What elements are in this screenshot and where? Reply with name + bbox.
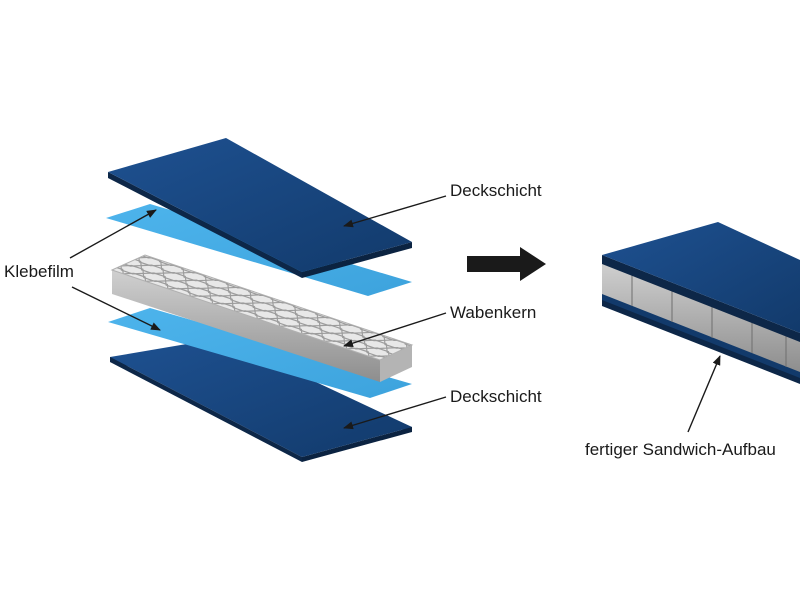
honeycomb-cell [79, 258, 101, 266]
top-cover-sheet [108, 138, 412, 278]
honeycomb-cell [112, 255, 120, 260]
label-finished-sandwich: fertiger Sandwich-Aufbau [585, 440, 776, 459]
honeycomb-cell [81, 266, 103, 274]
leader-adhesive-upper [69, 209, 157, 259]
label-cover-top: Deckschicht [450, 181, 542, 200]
honeycomb-cell [252, 301, 276, 312]
label-cover-bottom: Deckschicht [450, 387, 542, 406]
honeycomb-cell [274, 309, 299, 320]
honeycomb-cell [136, 255, 160, 259]
label-adhesive-film: Klebefilm [4, 262, 74, 281]
leader-cover-top [343, 195, 447, 228]
label-honeycomb-core: Wabenkern [450, 303, 536, 322]
finished-sandwich-panel [602, 222, 800, 384]
honeycomb-cell [296, 316, 321, 327]
honeycomb-cell [229, 294, 254, 305]
leader-lines [69, 195, 721, 433]
honeycomb-cell [112, 257, 122, 268]
leader-cover-bottom [343, 396, 447, 430]
honeycomb-cell [115, 255, 140, 259]
honeycomb-cell [185, 279, 209, 290]
leader-core [343, 312, 447, 348]
honeycomb-cell [319, 324, 343, 335]
honeycomb-cell [411, 363, 433, 371]
honeycomb-core [79, 242, 451, 382]
lower-adhesive-film [108, 308, 412, 398]
honeycomb-cell [408, 354, 412, 360]
honeycomb-cell [114, 242, 136, 250]
honeycomb-cell [140, 264, 165, 275]
bottom-cover-sheet [110, 338, 412, 462]
honeycomb-cell [207, 286, 232, 297]
leader-result [687, 355, 721, 433]
honeycomb-cell [429, 355, 451, 363]
honeycomb-cell [363, 339, 388, 350]
right-arrow-icon [467, 247, 546, 281]
honeycomb-cell [427, 347, 449, 355]
honeycomb-cell [162, 271, 187, 282]
leader-adhesive-lower [71, 286, 161, 331]
